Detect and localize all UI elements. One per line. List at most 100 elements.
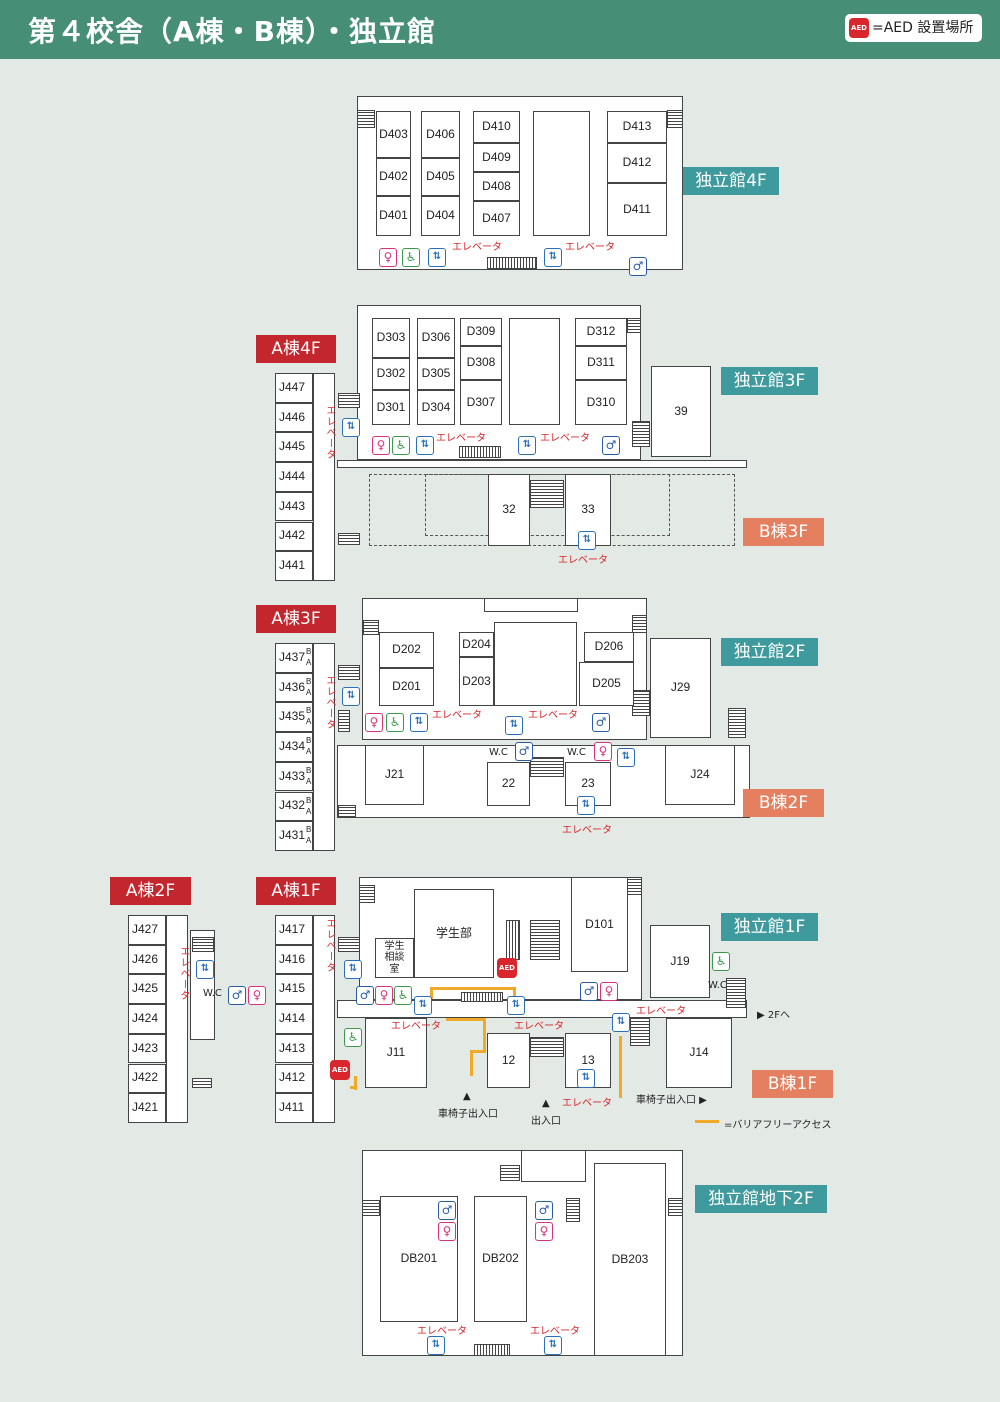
- room-a2: J427: [128, 915, 166, 945]
- stairs: [530, 480, 564, 508]
- elevator-icon: ⇅: [410, 713, 428, 732]
- building-outline: [337, 460, 747, 468]
- elevator-label: エレベータ: [540, 433, 590, 444]
- elevator-icon: ⇅: [617, 748, 635, 767]
- room-b2: 22: [487, 762, 530, 806]
- room-a2: J424: [128, 1004, 166, 1034]
- female-icon: ♀: [365, 713, 383, 732]
- room-dok1: J19: [650, 925, 710, 998]
- room-a3: J431: [275, 821, 313, 851]
- male-icon: ♂: [629, 257, 647, 276]
- elevator-icon: ⇅: [544, 1336, 562, 1355]
- aed-legend: AED =AED 設置場所: [845, 14, 982, 42]
- room-dok3: D309: [460, 318, 502, 346]
- room-a2: J421: [128, 1093, 166, 1123]
- female-icon: ♀: [594, 742, 612, 761]
- entrance-arrow: ▲: [463, 1091, 471, 1102]
- room-dok4: D408: [473, 172, 520, 201]
- stairs: [363, 620, 379, 635]
- male-icon: ♂: [515, 742, 533, 761]
- elevator-label: エレベータ: [391, 1021, 441, 1032]
- room-block: [533, 111, 590, 236]
- elevator-label: エレベータ: [558, 555, 608, 566]
- wing-suffix-a: A: [306, 776, 312, 786]
- room-a2: J425: [128, 974, 166, 1005]
- room-dokB2: DB202: [474, 1196, 527, 1322]
- stairs: [500, 1165, 520, 1181]
- female-icon: ♀: [372, 436, 390, 455]
- room-dok4: D412: [607, 143, 667, 183]
- room-dok3: D310: [575, 380, 627, 425]
- stairs: [530, 1037, 564, 1057]
- room-dok3: D304: [417, 390, 455, 425]
- elevator-label: エレベータ: [436, 433, 486, 444]
- elevator-icon: ⇅: [342, 418, 360, 437]
- room-a3: J435: [275, 702, 313, 733]
- stairs: [506, 920, 520, 960]
- room-dok3: D307: [460, 380, 502, 425]
- elevator-icon: ⇅: [342, 687, 360, 706]
- room-dok4: D409: [473, 143, 520, 172]
- elevator-icon: ⇅: [428, 248, 446, 267]
- accessible-icon: ♿: [344, 1028, 362, 1047]
- room-dok2: D205: [579, 662, 634, 706]
- room-block: [509, 318, 560, 425]
- barrier-free-route: [483, 1018, 486, 1053]
- floor-label-dok4: 独立館4F: [683, 167, 779, 195]
- female-icon: ♀: [379, 248, 397, 267]
- barrier-free-route: [513, 987, 516, 999]
- room-b3: 32: [488, 474, 530, 546]
- wing-suffix-b: B: [306, 676, 312, 686]
- building-outline: [484, 598, 578, 612]
- room-dok1: 学生相談室: [375, 938, 414, 978]
- stairs: [357, 110, 375, 128]
- building-outline: [337, 1000, 747, 1018]
- wing-suffix-b: B: [306, 795, 312, 805]
- stairs: [461, 992, 503, 1002]
- wing-suffix-a: A: [306, 747, 312, 757]
- room-dokB2: DB203: [594, 1163, 666, 1356]
- wing-suffix-b: B: [306, 647, 312, 656]
- stairs: [338, 533, 360, 545]
- floor-label-a2: A棟2F: [110, 877, 191, 905]
- stairs: [668, 1198, 683, 1216]
- stairs: [362, 1200, 380, 1216]
- elevator-label: エレベータ: [432, 710, 482, 721]
- room-a4: J443: [275, 491, 313, 522]
- elevator-label: エレベータ: [452, 242, 502, 253]
- elevator-label: エレベータ: [324, 405, 335, 460]
- stairs: [192, 937, 214, 952]
- wing-suffix-b: B: [306, 736, 312, 746]
- room-dok3: D303: [372, 318, 410, 358]
- stairs: [474, 1344, 510, 1356]
- stairs: [487, 257, 537, 269]
- room-a4: J447: [275, 373, 313, 403]
- stairs: [338, 665, 360, 680]
- room-a4: J445: [275, 432, 313, 463]
- room-a2: J422: [128, 1063, 166, 1094]
- male-icon: ♂: [356, 986, 374, 1005]
- to-2f-label: ▶ 2Fへ: [757, 1010, 790, 1021]
- room-b2: J24: [665, 745, 735, 805]
- floor-label-a3: A棟3F: [256, 605, 336, 633]
- elevator-icon: ⇅: [344, 960, 362, 979]
- floor-label-dok1: 独立館1F: [721, 913, 818, 941]
- female-icon: ♀: [248, 986, 266, 1005]
- floor-label-b3: B棟3F: [743, 518, 824, 546]
- room-dok4: D403: [376, 111, 411, 158]
- room-block: [494, 622, 577, 706]
- room-a4: J444: [275, 462, 313, 492]
- barrier-free-route: [470, 1050, 473, 1076]
- corridor: [313, 373, 335, 581]
- room-a2: J426: [128, 944, 166, 975]
- elevator-icon: ⇅: [414, 996, 432, 1015]
- wing-suffix-a: A: [306, 806, 312, 816]
- room-dok3: D308: [460, 346, 502, 380]
- stairs: [728, 708, 746, 738]
- room-dok2: D206: [584, 632, 634, 662]
- aed-legend-text: =AED 設置場所: [872, 20, 974, 36]
- elevator-label: エレベータ: [562, 825, 612, 836]
- elevator-label: エレベータ: [530, 1326, 580, 1337]
- room-b1: 12: [487, 1033, 530, 1088]
- room-a3: J437: [275, 643, 313, 673]
